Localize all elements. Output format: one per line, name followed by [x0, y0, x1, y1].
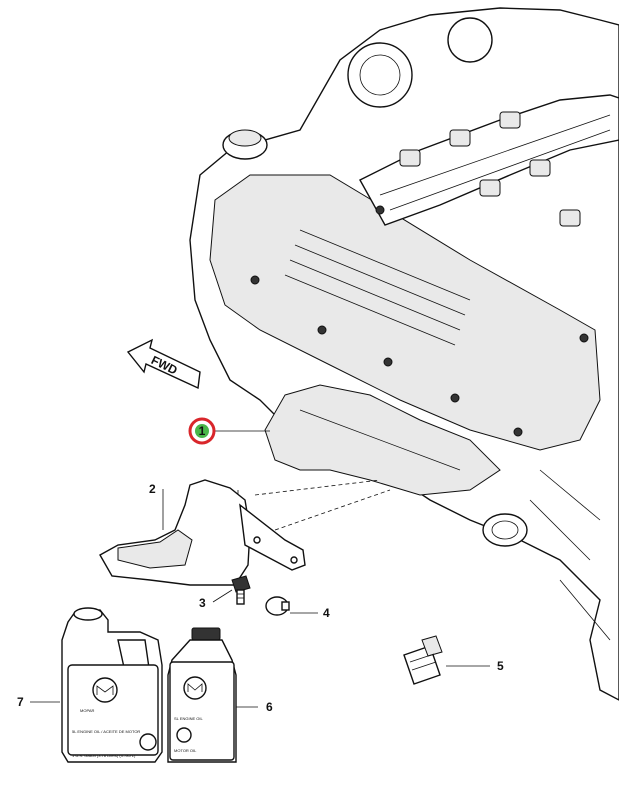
bottle-label-line1: SL ENGINE OIL — [174, 716, 204, 721]
callout-6-label[interactable]: 6 — [266, 700, 273, 714]
part-2-oil-pan-shield — [99, 479, 306, 586]
part-7-oil-gallon-jug: MOPAR 5L ENGINE OIL / ACEITE DE MOTOR 1 … — [61, 607, 163, 763]
callout-5-label[interactable]: 5 — [497, 659, 504, 673]
callout-1-label: 1 — [199, 424, 206, 438]
jug-brand-text: MOPAR — [80, 708, 94, 713]
callout-2-label[interactable]: 2 — [149, 482, 156, 496]
jug-label-line2: 1 U.S. Gallon (3.78 Liters) (3.785 L) — [72, 753, 136, 758]
callout-3-label[interactable]: 3 — [199, 596, 206, 610]
part-5-sensor — [403, 635, 443, 685]
highlight-dot — [195, 424, 209, 438]
part-3-bolt — [231, 575, 251, 605]
part-4-plug — [265, 596, 290, 616]
engine-assembly — [189, 7, 619, 701]
forward-direction-arrow: FWD — [126, 338, 201, 390]
callout-1-highlight[interactable]: 1 — [188, 417, 216, 445]
callout-7-label[interactable]: 7 — [17, 695, 24, 709]
callout-4-label[interactable]: 4 — [323, 606, 330, 620]
bottle-label-line2: MOTOR OIL — [174, 748, 197, 753]
part-6-oil-quart-bottle: SL ENGINE OIL MOTOR OIL — [167, 627, 237, 763]
jug-label-line1: 5L ENGINE OIL / ACEITE DE MOTOR — [72, 729, 140, 734]
